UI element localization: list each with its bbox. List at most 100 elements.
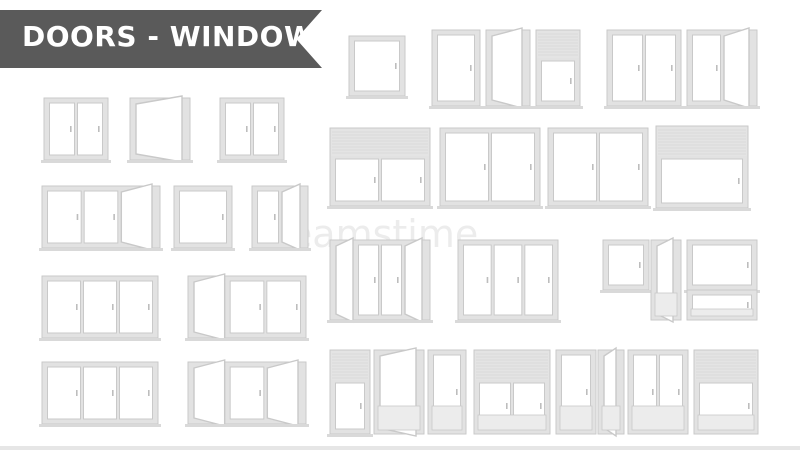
- handle: [98, 126, 100, 132]
- handle: [738, 178, 740, 184]
- roller-blind: [331, 351, 369, 380]
- window-sill: [327, 434, 373, 437]
- glass-pane: [83, 366, 117, 420]
- handle: [246, 126, 248, 132]
- window-10: [39, 183, 163, 251]
- glass-pane: [335, 158, 379, 202]
- handle: [374, 277, 376, 283]
- window-sill: [483, 106, 533, 109]
- glass-pane: [83, 280, 117, 334]
- glass-pane: [599, 132, 643, 202]
- window-sill: [185, 424, 309, 427]
- window-sill: [217, 160, 287, 163]
- handle: [259, 304, 261, 310]
- glass-pane: [229, 366, 265, 420]
- handle: [112, 304, 114, 310]
- roller-blind: [331, 129, 429, 156]
- window-20: [455, 239, 561, 323]
- handle: [638, 65, 640, 71]
- glass-pane: [692, 34, 721, 102]
- window-sill: [533, 106, 583, 109]
- glass-pane: [354, 40, 400, 92]
- window-12: [249, 182, 311, 252]
- roller-blind: [657, 127, 747, 156]
- handle: [592, 164, 594, 170]
- handle: [530, 164, 532, 170]
- glass-pane: [437, 34, 475, 102]
- handle: [112, 390, 114, 396]
- handle: [586, 389, 588, 395]
- glass-pane: [553, 132, 597, 202]
- handle: [652, 389, 654, 395]
- glass-pane: [266, 280, 302, 334]
- window-sill: [327, 206, 433, 209]
- open-sash: [120, 183, 153, 251]
- glass-pane: [229, 280, 265, 334]
- door-24: [686, 289, 758, 321]
- window-1: [346, 35, 408, 99]
- handle: [259, 390, 261, 396]
- window-18: [185, 273, 309, 341]
- window-sill: [437, 206, 543, 209]
- title-banner: [0, 10, 322, 68]
- window-sill: [185, 338, 309, 341]
- window-sill: [127, 160, 193, 163]
- window-2: [429, 29, 483, 109]
- handle: [639, 262, 641, 268]
- window-27: [327, 349, 373, 437]
- handle: [360, 403, 362, 409]
- window-15: [545, 127, 651, 209]
- glass-pane: [692, 244, 752, 286]
- window-sill: [429, 106, 483, 109]
- open-sash: [193, 359, 226, 427]
- handle: [374, 177, 376, 183]
- handle: [76, 214, 79, 220]
- open-sash: [335, 236, 354, 324]
- handle: [486, 277, 489, 283]
- glass-pane: [541, 60, 575, 102]
- window-sill: [39, 338, 161, 341]
- handle: [570, 78, 572, 84]
- handle: [747, 262, 749, 268]
- open-sash: [723, 27, 750, 109]
- glass-pane: [119, 366, 153, 420]
- window-sill: [171, 248, 235, 251]
- handle: [716, 65, 718, 71]
- glass-pane: [463, 244, 492, 316]
- window-19: [327, 236, 433, 324]
- roller-blind: [475, 351, 549, 380]
- handle: [748, 403, 750, 409]
- glass-pane: [335, 382, 365, 430]
- glass-pane: [381, 244, 402, 316]
- handle: [548, 277, 550, 283]
- glass-pane: [119, 280, 153, 334]
- window-21: [600, 239, 652, 293]
- open-sash: [193, 273, 226, 341]
- open-sash: [404, 236, 423, 324]
- window-sill: [604, 106, 684, 109]
- glass-pane: [445, 132, 489, 202]
- window-23: [684, 239, 760, 293]
- window-sill: [545, 206, 651, 209]
- window-sill: [653, 208, 751, 211]
- door-panel: [431, 405, 463, 431]
- handle: [671, 65, 673, 71]
- title-text: DOORS - WINDOWS: [22, 20, 337, 53]
- handle: [395, 63, 397, 69]
- window-sill: [455, 320, 561, 323]
- window-sill: [600, 290, 652, 293]
- window-9: [217, 97, 287, 163]
- door-panel: [654, 292, 678, 317]
- window-8: [127, 95, 193, 163]
- door-panel: [697, 414, 755, 431]
- glass-pane: [612, 34, 643, 102]
- window-4: [533, 29, 583, 109]
- glass-pane: [608, 244, 644, 286]
- glass-pane: [381, 158, 425, 202]
- door-panel: [631, 405, 685, 431]
- handle: [274, 126, 276, 132]
- handle: [456, 389, 458, 395]
- window-5: [604, 29, 684, 109]
- handle: [148, 390, 150, 396]
